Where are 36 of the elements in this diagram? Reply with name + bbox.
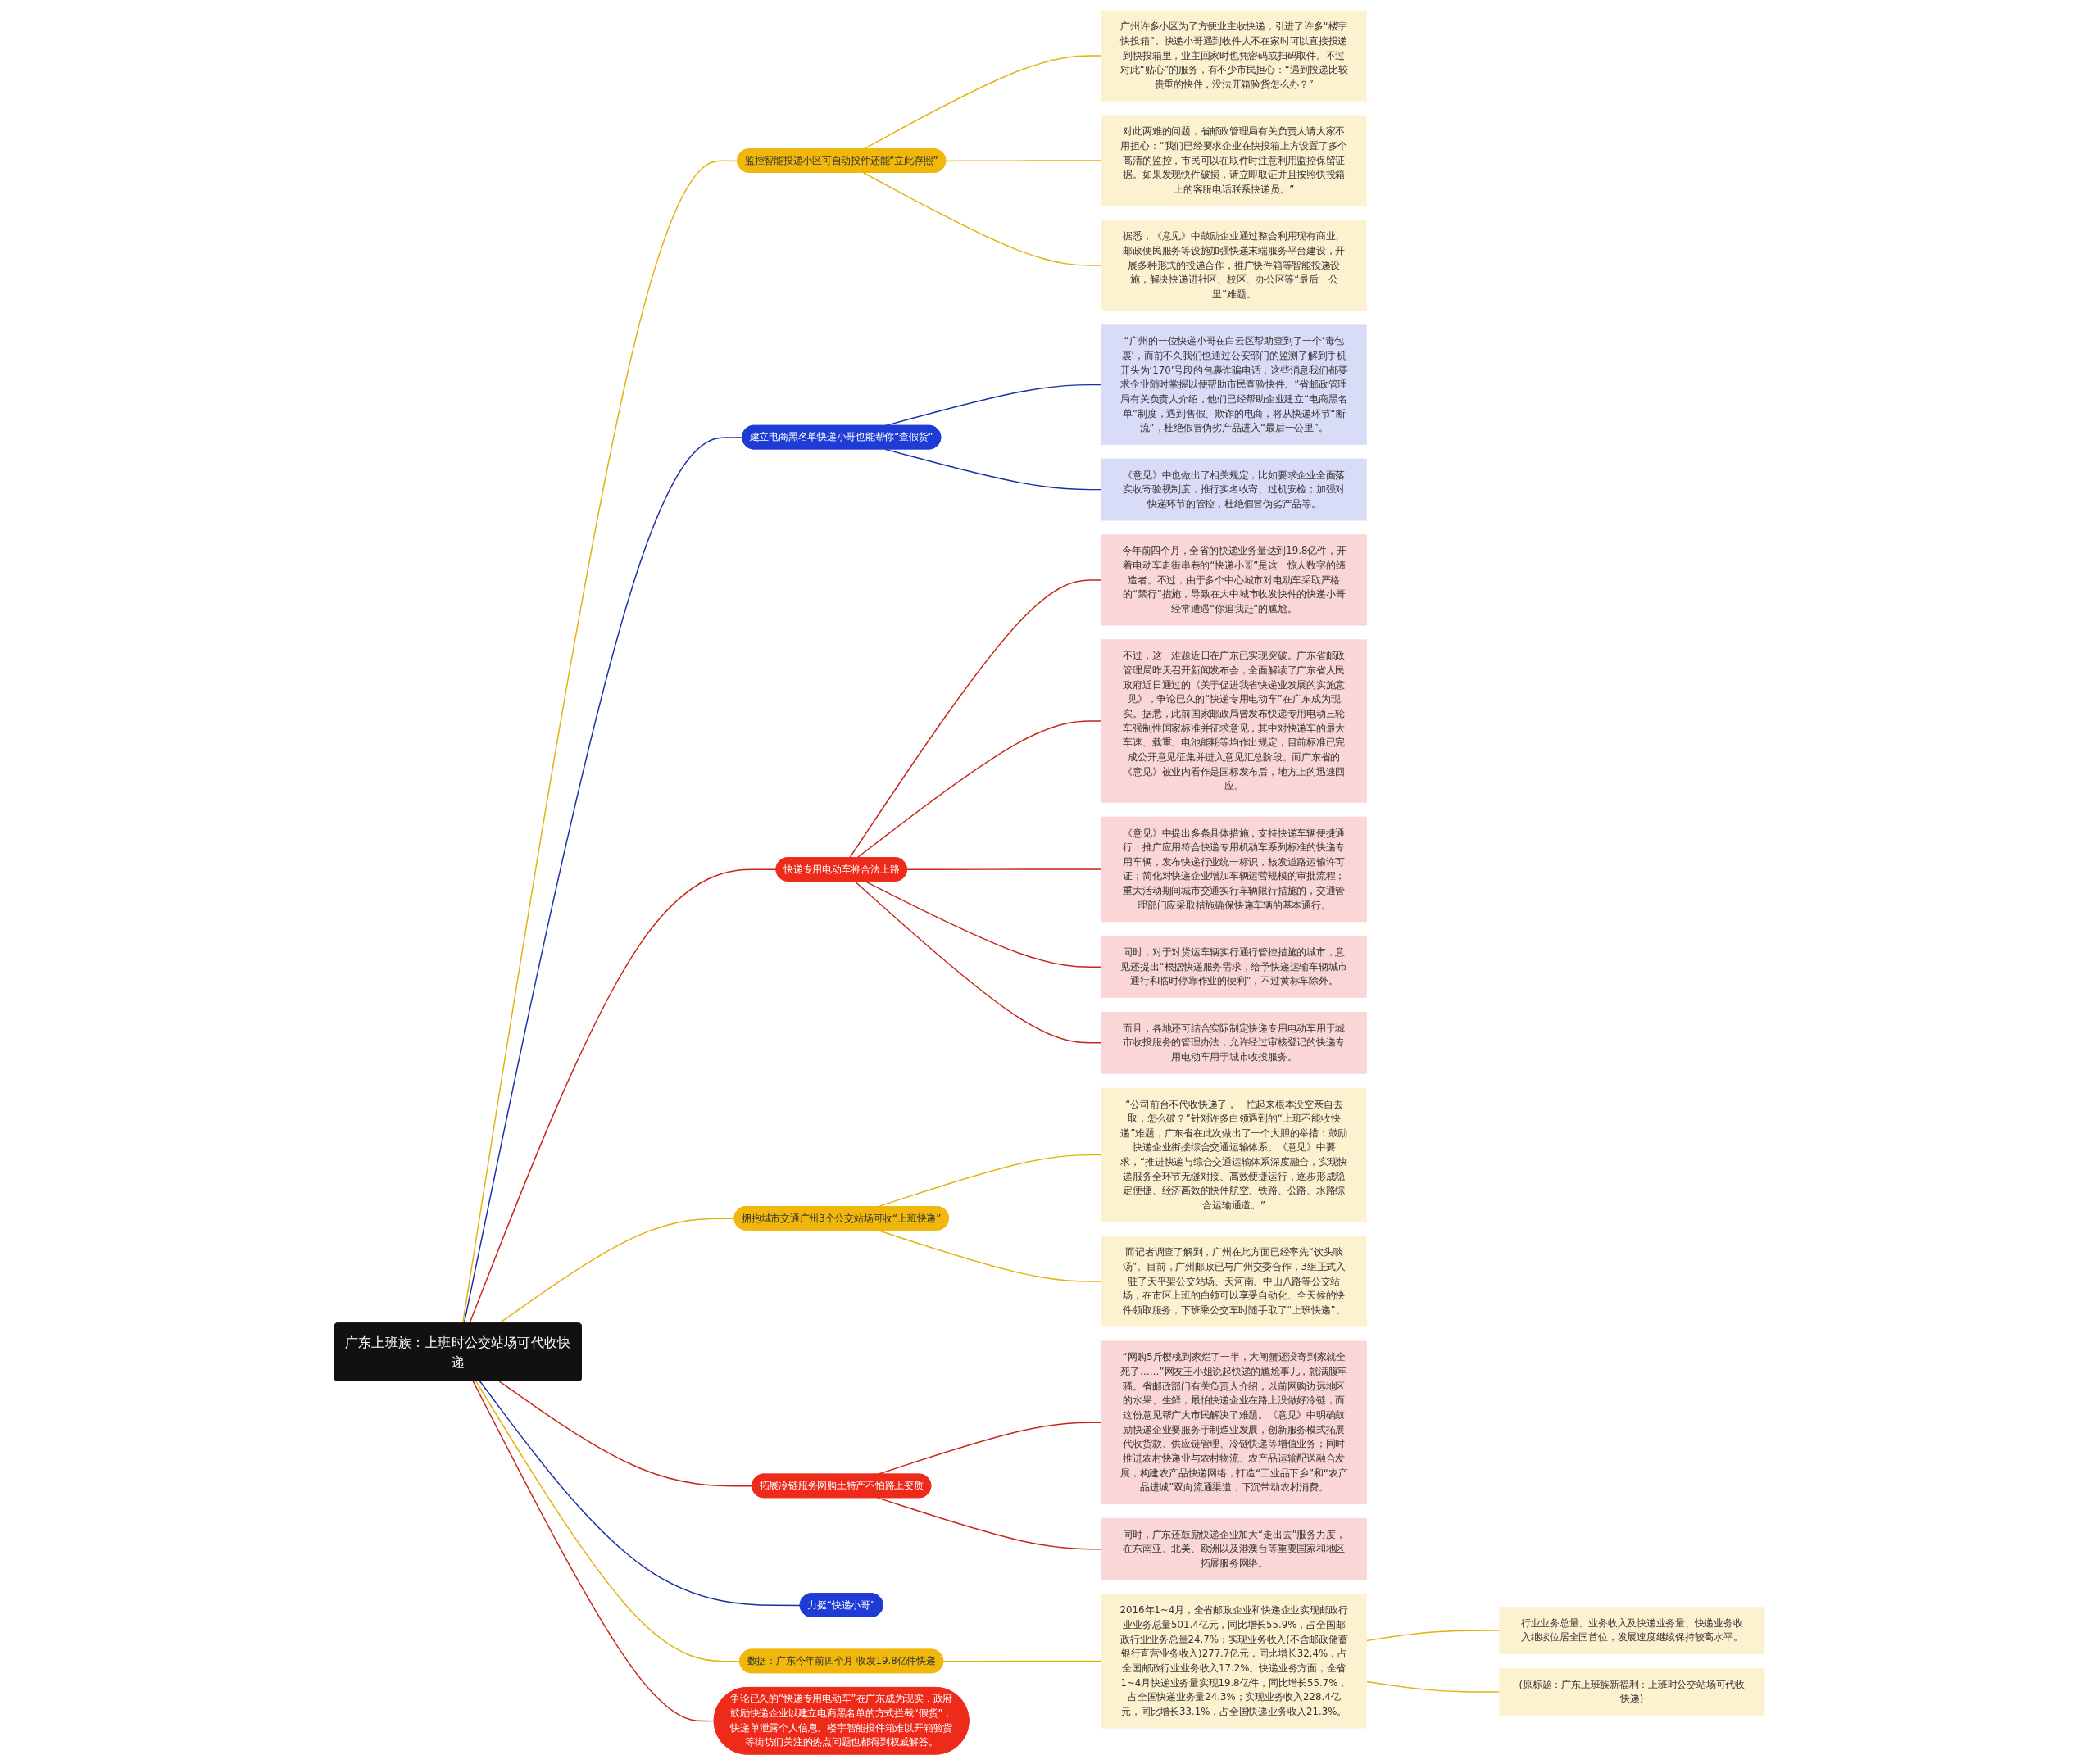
node-box: 广州许多小区为了方便业主收快递，引进了许多“楼宇快投箱”。快递小哥遇到收件人不在家时可以直接投递到快投箱里，业主回家时也凭密码或扫码取件。不过对此“贴心”的服务，有不少市民担心：“遇到投递比较贵重的快件，没法开箱验货怎么办？” xyxy=(1101,10,1367,102)
connector xyxy=(876,1496,1102,1549)
node-box: 《意见》中也做出了相关规定，比如要求企业全面落实收寄验视制度，推行实名收寄、过机安检；加强对快递环节的管控，杜绝假冒伪劣产品等。 xyxy=(1101,458,1367,520)
connector xyxy=(1365,1680,1500,1693)
connector xyxy=(1365,1629,1500,1641)
connector xyxy=(944,159,1102,161)
node-box: 同时，对于对货运车辆实行通行管控措施的城市，意见还提出“根据快递服务需求，给予快递运输车辆城市通行和临时停靠作业的便利”，不过黄标车除外。 xyxy=(1101,935,1367,998)
node-box: 不过，这一难题近日在广东已实现突破。广东省邮政管理局昨天召开新闻发布会，全面解读了广东省人民政府近日通过的《关于促进我省快递业发展的实施意见》，争论已久的“快递专用电动车”在广东成为现实。据悉，此前国家邮政局曾发布快递专用电动三轮车强制性国家标准并征求意见，其中对快递车的最大车速、载重、电池能耗等均作出规定，目前标准已完成公开意见征集并进入意见汇总阶段。而广东省的《意见》被业内看作是国标发布后，地方上的迅速回应。 xyxy=(1101,638,1367,803)
connector xyxy=(461,160,738,1324)
connector xyxy=(856,719,1102,859)
node-box: 而且，各地还可结合实际制定快递专用电动车用于城市收投服务的管理办法，允许经过审核登记的快递专用电动车用于城市收投服务。 xyxy=(1101,1011,1367,1074)
node-box: 对此两难的问题，省邮政管理局有关负责人请大家不用担心：“我们已经要求企业在快投箱上方设置了多个高清的监控，市民可以在取件时注意利用监控保留证据。如果发现快件破损，请立即取证并且按照快投箱上的客服电话联系快递员。” xyxy=(1101,115,1367,206)
node-box: “广州的一位快递小哥在白云区帮助查到了一个‘毒包裹’，而前不久我们也通过公安部门的监测了解到手机开头为‘170’号段的包裹诈骗电话，这些消息我们都要求企业随时掌握以便帮助市民查验快件。”省邮政管理局有关负责人介绍，他们已经帮助企业建立“电商黑名单”制度，遇到售假、欺诈的电商，将从快递环节“断流”，杜绝假冒伪劣产品进入“最后一公里”。 xyxy=(1101,324,1367,445)
node-box: 而记者调查了解到，广州在此方面已经率先“饮头啖汤”。目前，广州邮政已与广州交委合作，3组正式入驻了天平架公交站场、天河南、中山八路等公交站场，在市区上班的白领可以享受自动化、全天候的快件领取服务，下班乘公交车时随手取了“上班快递”。 xyxy=(1101,1236,1367,1327)
node-box: 行业业务总量、业务收入及快递业务量、快递业务收入继续位居全国首位，发展速度继续保持较高水平。 xyxy=(1498,1606,1764,1654)
connector xyxy=(463,436,743,1324)
node-box: “网购5斤樱桃到家烂了一半，大闸蟹还没寄到家就全死了……”网友王小姐说起快递的尴尬事儿，就满腹牢骚。省邮政部门有关负责人介绍，以前网购边远地区的水果、生鲜，最怕快递企业在路上没做好冷链，而这份意见帮广大市民解决了难题。《意见》中明确鼓励快递企业要服务于制造业发展，创新服务模式拓展代收货款、供应链管理、冷链快递等增值业务；同时推进农村快递业与农村物流、农产品运输配送融合发展，构建农产品快递网络，打造“工业品下乡”和“农产品进城”双向流通渠道，下沉带动农村消费。 xyxy=(1101,1340,1367,1504)
node-box: 同时，广东还鼓励快递企业加大“走出去”服务力度，在东南亚、北美、欧洲以及港澳台等重要国家和地区拓展服务网络。 xyxy=(1101,1517,1367,1580)
connector xyxy=(853,880,1102,1044)
connector xyxy=(942,1660,1102,1662)
connector xyxy=(497,1380,753,1487)
connector xyxy=(864,880,1102,968)
connector xyxy=(906,868,1102,870)
connector xyxy=(862,171,1102,266)
connector xyxy=(468,868,777,1324)
node-box: 今年前四个月，全省的快递业务量达到19.8亿件，开着电动车走街串巷的“快递小哥”是这一惊人数字的缔造者。不过，由于多个中心城市对电动车采取严格的“禁行”措施，导致在大中城市收发快件的快递小哥经常遭遇“你追我赶”的尴尬。 xyxy=(1101,533,1367,625)
connector xyxy=(479,1380,801,1606)
node-box: (原标题：广东上班族新福利：上班时公交站场可代收快递) xyxy=(1498,1667,1764,1716)
connector xyxy=(848,578,1102,859)
node-box: 2016年1~4月，全省邮政企业和快递企业实现邮政行业业务总量501.4亿元，同比增长55.9%，占全国邮政行业业务总量24.7%；实现业务收入(不含邮政储蓄银行直营业务收入)277.7亿元，同比增长32.4%，占全国邮政行业业务收入17.2%。快递业务方面，全省1~4月快递业务量实现19.8亿件，同比增长55.7%，占全国快递业务量24.3%；实现业务收入228.4亿元，同比增长33.1%，占全国快递业务收入21.3%。 xyxy=(1101,1593,1367,1728)
node-box: 据悉，《意见》中鼓励企业通过整合利用现有商业、邮政便民服务等设施加强快递末端服务平台建设，开展多种形式的投递合作，推广快件箱等智能投递设施，解决快递进社区、校区、办公区等“最后一公里”难题。 xyxy=(1101,220,1367,311)
node-box: “公司前台不代收快递了，一忙起来根本没空亲自去取，怎么破？”针对许多白领遇到的“上班不能收快递”难题，广东省在此次做出了一个大胆的举措：鼓励快递企业衔接综合交通运输体系。《意见》中要求，“推进快递与综合交通运输体系深度融合，实现快递服务全环节无缝对接、高效便捷运行，逐步形成稳定便捷、经济高效的快件航空、铁路、公路、水路综合运输通道。” xyxy=(1101,1087,1367,1222)
node-box: 《意见》中提出多条具体措施，支持快递车辆便捷通行：推广应用符合快递专用机动车系列标准的快递专用车辆，发布快递行业统一标识，核发道路运输许可证；简化对快递企业增加车辆运营规模的审批流程；重大活动期间城市交通实行车辆限行措施的，交通管理部门应采取措施确保快递车辆的基本通行。 xyxy=(1101,816,1367,922)
connector xyxy=(472,1380,715,1721)
connector xyxy=(475,1380,741,1662)
connector xyxy=(876,1229,1102,1282)
